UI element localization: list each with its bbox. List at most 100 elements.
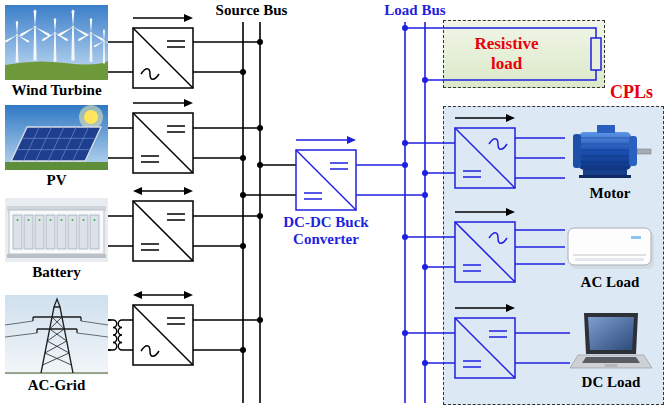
pv-picture: [11, 127, 101, 161]
picture-node: AC Load: [565, 222, 655, 272]
wind-turbine-picture: [41, 18, 69, 62]
converter-symbol: [133, 28, 193, 88]
junction-dot: [257, 125, 263, 131]
battery-picture: [17, 219, 19, 221]
wire: [405, 27, 443, 29]
junction-dot: [240, 69, 246, 75]
converter-symbol: [167, 126, 185, 132]
node-label: Source Bus: [216, 2, 288, 19]
battery-picture: [13, 215, 99, 249]
pv-picture: [5, 105, 108, 170]
load-bus-lines: [405, 22, 425, 403]
junction-dot: [422, 170, 428, 176]
pv-picture: [11, 127, 101, 161]
flow-arrow: [133, 17, 186, 19]
junction-dot: [402, 162, 408, 168]
ac-load-picture: [575, 258, 644, 261]
ac-grid-picture: [43, 317, 72, 365]
phase-wire: [515, 158, 565, 247]
converter-symbol: [455, 318, 515, 378]
cpl-region-fill: [443, 106, 664, 405]
flow-arrow: [133, 14, 515, 312]
flow-arrow: [506, 114, 515, 122]
pv-picture: [11, 127, 101, 161]
junction-dot: [422, 264, 428, 270]
pv-picture: [84, 110, 98, 124]
flow-arrow: [455, 211, 508, 213]
wind-turbine-picture: [5, 21, 30, 63]
ac-grid-picture: [33, 317, 81, 333]
battery-picture: [94, 219, 96, 221]
flow-arrow: [140, 294, 186, 296]
converter-symbol: [455, 222, 515, 282]
motor-picture: [579, 175, 631, 178]
flow-arrow: [506, 304, 515, 312]
wind-turbine-picture: [57, 9, 89, 60]
converter-symbol: [455, 128, 515, 188]
transformer-symbol: [108, 320, 117, 350]
motor-picture: [597, 125, 615, 133]
junction-dot: [422, 192, 428, 198]
junction-dot: [240, 155, 246, 161]
ac-grid-picture: [33, 299, 81, 373]
converter-symbol: [463, 265, 481, 271]
node-label: DC-DC Buck Converter: [271, 214, 381, 249]
ac-grid-picture: [5, 295, 108, 375]
flow-arrow: [455, 307, 508, 309]
bus-bar: Load Bus: [405, 0, 425, 407]
converter-symbol: [455, 128, 515, 188]
motor-picture: [581, 138, 629, 162]
battery-picture: [9, 210, 104, 254]
junction-dot: [422, 77, 428, 83]
battery-picture: [28, 219, 30, 221]
wind-turbine-picture: [5, 5, 108, 80]
node-label: DC Load: [582, 374, 641, 391]
junction-dot: [402, 234, 408, 240]
pv-picture: [79, 105, 103, 129]
resistor-symbol: [591, 38, 601, 70]
flow-arrow: [133, 187, 142, 195]
flow-arrow: [184, 99, 193, 107]
junction-dot: [257, 39, 263, 45]
ac-grid-picture: [5, 372, 108, 374]
load-bus-lines: [404, 22, 406, 403]
resistor-symbol: [443, 28, 601, 80]
load-group: Resistive load: [443, 20, 605, 88]
flow-arrow: [347, 136, 356, 144]
dc-load-picture: [584, 313, 638, 354]
node-label: CPLs: [610, 82, 653, 103]
bus-bar: Source Bus: [243, 0, 260, 407]
ac-load-picture: [631, 236, 641, 239]
flow-arrow: [184, 187, 193, 195]
converter-symbol: [167, 41, 185, 47]
node-label: Resistive load: [459, 34, 554, 73]
converter-symbol: [133, 113, 193, 173]
wire-pair: [356, 162, 428, 198]
converter-symbol: [133, 201, 193, 261]
node-label: Motor: [590, 185, 631, 202]
ac-grid-picture: [54, 299, 60, 307]
picture-node: AC-Grid: [5, 295, 108, 375]
source-bus-lines: [243, 22, 260, 403]
junction-dot: [240, 347, 246, 353]
picture-node: Motor: [565, 118, 655, 183]
ac-grid-picture: [5, 295, 108, 375]
battery-picture: [5, 198, 108, 262]
battery-picture: [39, 219, 41, 221]
flow-arrow: [506, 208, 515, 216]
battery-picture: [13, 215, 22, 249]
pv-picture: [5, 162, 108, 170]
node-label: AC Load: [581, 274, 640, 291]
ac-load-picture: [573, 255, 646, 256]
converter-symbol: [167, 318, 185, 324]
junction-dot: [240, 192, 246, 198]
picture-node: Battery: [5, 198, 108, 262]
transformer-symbol: [108, 317, 124, 353]
wind-turbine-picture: [77, 18, 105, 62]
wind-turbine-picture: [5, 5, 108, 80]
battery-picture: [24, 215, 33, 249]
ac-load-picture: [568, 228, 654, 269]
converter-symbol: [133, 305, 193, 365]
